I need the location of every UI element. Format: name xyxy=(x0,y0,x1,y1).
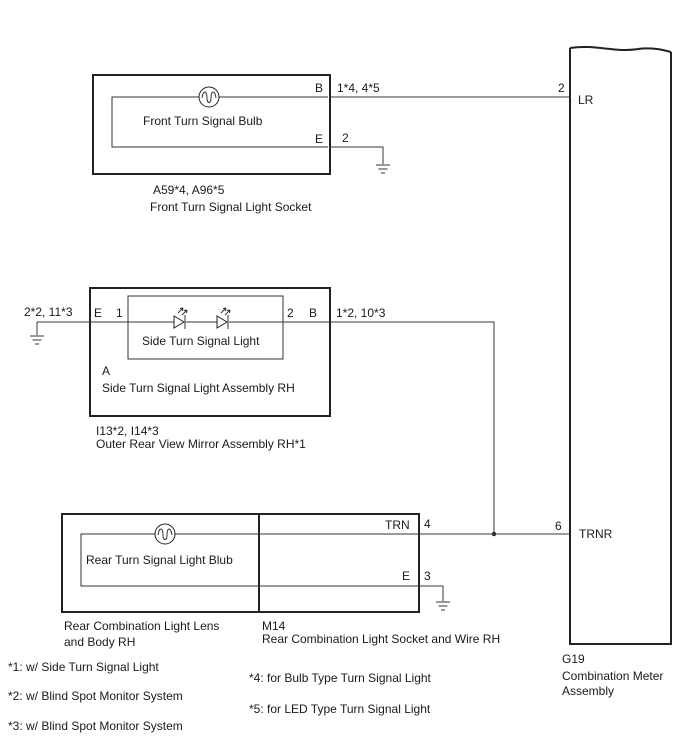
meter-code: G19 xyxy=(562,652,585,666)
rear-bulb-icon xyxy=(154,523,176,545)
front-pin-b-connector: 1*4, 4*5 xyxy=(337,81,380,95)
front-socket-box xyxy=(92,74,331,175)
rear-bulb-label: Rear Turn Signal Light Blub xyxy=(86,553,233,567)
front-socket-name: Front Turn Signal Light Socket xyxy=(150,200,312,214)
side-sub-code: A xyxy=(102,364,110,378)
rear-lens-name-line1: Rear Combination Light Lens xyxy=(64,619,219,633)
rear-internal-circuit xyxy=(80,533,419,587)
meter-name-line2: Assembly xyxy=(562,684,614,698)
side-pin-b: B xyxy=(309,306,317,320)
mirror-name: Outer Rear View Mirror Assembly RH*1 xyxy=(96,437,306,451)
note-3: *3: w/ Blind Spot Monitor System xyxy=(8,719,183,733)
front-turn-signal-socket: Front Turn Signal Bulb B E 1*4, 4*5 2 A5… xyxy=(92,74,380,214)
meter-pin-lr-number: 2 xyxy=(558,81,565,95)
outer-mirror-assembly: Side Turn Signal Light E 1 2 B A Side Tu… xyxy=(89,287,331,451)
meter-pin-trnr-number: 6 xyxy=(555,519,562,533)
meter-pin-lr-name: LR xyxy=(578,93,594,107)
side-led-2-icon xyxy=(216,307,231,329)
front-internal-circuit xyxy=(111,96,328,148)
side-assembly-name: Side Turn Signal Light Assembly RH xyxy=(102,381,295,395)
rear-pin-e: E xyxy=(402,569,410,583)
side-pin-b-connector: 1*2, 10*3 xyxy=(336,306,386,320)
note-2: *2: w/ Blind Spot Monitor System xyxy=(8,689,183,703)
front-bulb-label: Front Turn Signal Bulb xyxy=(143,114,263,128)
front-pin-b: B xyxy=(315,81,323,95)
rear-pin-e-number: 3 xyxy=(424,569,431,583)
front-pin-e-number: 2 xyxy=(342,131,349,145)
mirror-code: I13*2, I14*3 xyxy=(96,424,159,438)
meter-pin-trnr-name: TRNR xyxy=(579,527,613,541)
front-pin-e: E xyxy=(315,132,323,146)
rear-pin-trn-number: 4 xyxy=(424,517,431,531)
note-4: *4: for Bulb Type Turn Signal Light xyxy=(249,671,432,685)
wire-side-ground xyxy=(36,321,90,335)
note-1: *1: w/ Side Turn Signal Light xyxy=(8,660,159,674)
note-5: *5: for LED Type Turn Signal Light xyxy=(249,702,431,716)
side-pin-1: 1 xyxy=(116,306,123,320)
rear-combination-light: Rear Turn Signal Light Blub TRN E 4 3 Re… xyxy=(61,513,500,649)
wire-side-to-junction xyxy=(330,321,495,534)
wire-rear-ground xyxy=(419,585,444,601)
rear-pin-trn: TRN xyxy=(385,518,410,532)
rear-ground-icon xyxy=(436,601,450,611)
side-pin-e: E xyxy=(94,306,102,320)
rear-socket-name: Rear Combination Light Socket and Wire R… xyxy=(262,632,500,646)
front-socket-code: A59*4, A96*5 xyxy=(153,183,225,197)
mirror-assembly-box xyxy=(89,287,331,417)
front-ground-icon xyxy=(376,164,390,174)
meter-break-edge xyxy=(569,45,672,53)
side-light-label: Side Turn Signal Light xyxy=(142,334,260,348)
wire-front-ground xyxy=(330,146,384,164)
meter-outline xyxy=(569,48,672,645)
side-ground-connector: 2*2, 11*3 xyxy=(24,305,73,319)
meter-name-line1: Combination Meter xyxy=(562,669,663,683)
side-led-1-icon xyxy=(173,307,188,329)
rear-socket-code: M14 xyxy=(262,619,286,633)
side-light-box xyxy=(127,295,284,360)
footnotes: *1: w/ Side Turn Signal Light *2: w/ Bli… xyxy=(8,660,432,733)
side-pin-2: 2 xyxy=(287,306,294,320)
rear-combination-box xyxy=(61,513,420,613)
front-bulb-icon xyxy=(198,86,220,108)
rear-lens-name-line2: and Body RH xyxy=(64,635,135,649)
side-ground-icon xyxy=(30,335,44,345)
combination-meter: 2 LR 6 TRNR G19 Combination Meter Assemb… xyxy=(555,45,672,698)
